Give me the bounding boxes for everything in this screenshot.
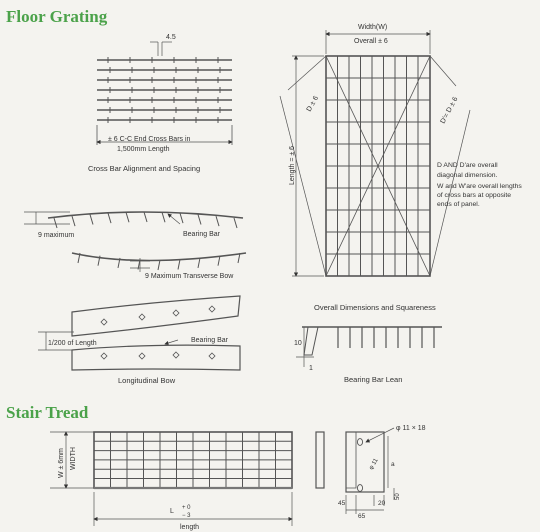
longitudinal-mark [138,313,146,321]
stair-width-label: WIDTH [70,447,77,470]
longitudinal-bearing-bar-label: Bearing Bar [191,337,229,344]
stair-dim-65: 65 [358,513,366,520]
bow-leg [71,216,76,227]
longitudinal-mark [100,352,108,360]
bow-leg [217,255,221,266]
stair-dim-45: 45 [338,500,346,507]
overall-overall-label: Overall ± 6 [354,38,388,45]
bow-leg [157,259,161,271]
bow-max-label: 9 maximum [38,232,74,239]
longitudinal-mark [100,318,108,326]
stair-a-label: a [391,461,395,468]
longitudinal-mark [208,305,216,313]
overall-note3: W and W'are overall lengths [437,183,522,190]
cross-bar-alignment-figure [96,41,233,145]
longitudinal-mark [172,309,180,317]
overall-note5: ends of panel. [437,201,480,208]
overall-width-label: Width(W) [358,24,387,31]
stair-plus-label: + 0 [182,505,191,511]
longitudinal-bow-figure [38,295,241,371]
bow-leg [197,214,202,225]
stair-dim-20: 20 [378,500,386,507]
bow-leg [77,252,81,264]
lean-dim-1: 1 [309,365,313,372]
bow-leg [53,217,58,229]
cross-bar-dim: 4.5 [166,34,176,41]
cross-bar-note-line2: 1,500mm Length [117,146,170,153]
bow-leg [89,214,94,225]
overall-length-label: Length = ± 6 [289,146,296,185]
bow-leg [117,257,121,269]
stair-dim-50: 50 [395,493,401,500]
stair-minus-label: − 3 [182,513,191,519]
bow-leg [107,213,112,224]
bow-leg [177,259,181,270]
overall-note2: diagonal dimension. [437,172,498,179]
overall-note1: D AND D'are overall [437,162,498,169]
bow-transverse-label: 9 Maximum Transverse Bow [145,273,234,280]
cross-bar-note-line1: ± 6 C-C End Cross Bars in [108,136,191,143]
overall-caption: Overall Dimensions and Squareness [314,303,436,312]
longitudinal-caption: Longitudinal Bow [118,376,176,385]
stair-w-label: W ± 6mm [58,448,65,478]
stair-hole-label: φ 11 × 18 [396,425,426,432]
stair-tread-figure [50,427,395,526]
overall-d-label: D ± 6 [306,95,320,113]
bearing-bar-lean-figure [296,326,442,367]
stair-tread-heading: Stair Tread [6,403,89,422]
transverse-bow-figure [24,211,247,272]
lean-dim-10: 10 [294,340,302,347]
bow-leg [143,211,148,223]
stair-l-label: L [170,508,174,515]
cross-bar-caption: Cross Bar Alignment and Spacing [88,164,200,173]
bow-leg [179,213,184,224]
bow-leg [237,252,241,264]
longitudinal-mark [208,352,216,360]
bow-leg [233,217,238,229]
overall-dimensions-figure [279,30,471,277]
overall-note4: of cross bars at opposite [437,192,511,199]
longitudinal-length-label: 1/200 of Length [48,340,97,347]
overall-d2-label: D'= D ± 6 [440,96,460,125]
bow-leg [215,216,220,227]
longitudinal-mark [172,351,180,359]
bow-leg [97,255,101,266]
bow-leg [161,212,166,223]
stair-phi11-label: φ 11 [369,457,380,471]
bow-leg [125,212,130,223]
floor-grating-heading: Floor Grating [6,7,108,26]
bow-leg [197,257,201,269]
longitudinal-mark [138,352,146,360]
lean-caption: Bearing Bar Lean [344,375,402,384]
bow-bearing-bar-label: Bearing Bar [183,231,221,238]
stair-length-label: length [180,524,199,531]
